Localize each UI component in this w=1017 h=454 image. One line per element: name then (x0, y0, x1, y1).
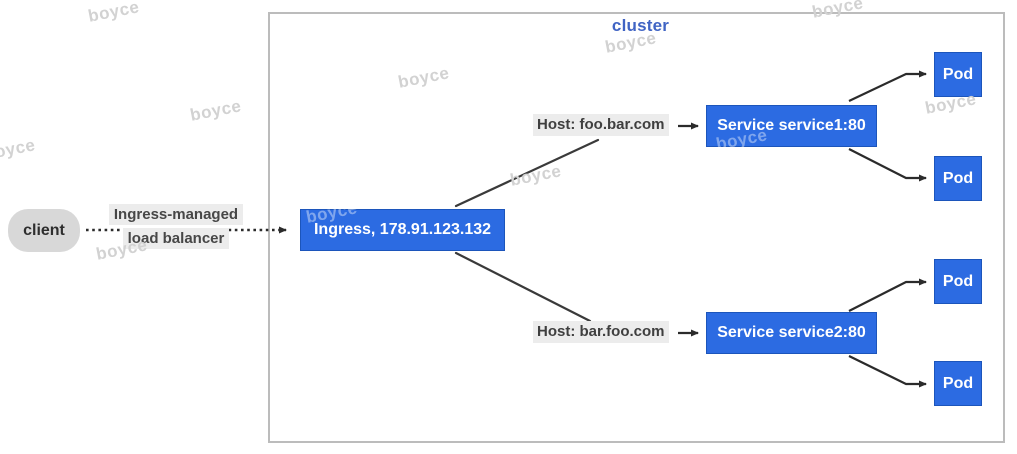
pod-node-4: Pod (934, 361, 982, 406)
load-balancer-label-line2: load balancer (122, 228, 230, 249)
service1-node: Service service1:80 (706, 105, 877, 147)
ingress-node: Ingress, 178.91.123.132 (300, 209, 505, 251)
watermark: boyce (188, 96, 243, 125)
service2-node: Service service2:80 (706, 312, 877, 354)
pod-label: Pod (942, 374, 974, 392)
load-balancer-label-line1: Ingress-managed (108, 204, 244, 225)
host-rule-bar-foo: Host: bar.foo.com (533, 321, 669, 343)
watermark: boyce (0, 135, 37, 164)
pod-node-3: Pod (934, 259, 982, 304)
pod-label: Pod (942, 272, 974, 290)
pod-label: Pod (942, 169, 974, 187)
client-label: client (23, 221, 65, 239)
ingress-label: Ingress, 178.91.123.132 (313, 221, 492, 238)
host-rule-foo-bar: Host: foo.bar.com (533, 114, 669, 136)
service2-label: Service service2:80 (717, 324, 866, 341)
service1-label: Service service1:80 (717, 117, 866, 134)
pod-node-1: Pod (934, 52, 982, 97)
watermark: boyce (86, 0, 141, 26)
pod-node-2: Pod (934, 156, 982, 201)
load-balancer-label: Ingress-managed load balancer (100, 204, 252, 249)
client-node: client (8, 209, 80, 252)
cluster-label: cluster (611, 16, 670, 35)
pod-label: Pod (942, 65, 974, 83)
